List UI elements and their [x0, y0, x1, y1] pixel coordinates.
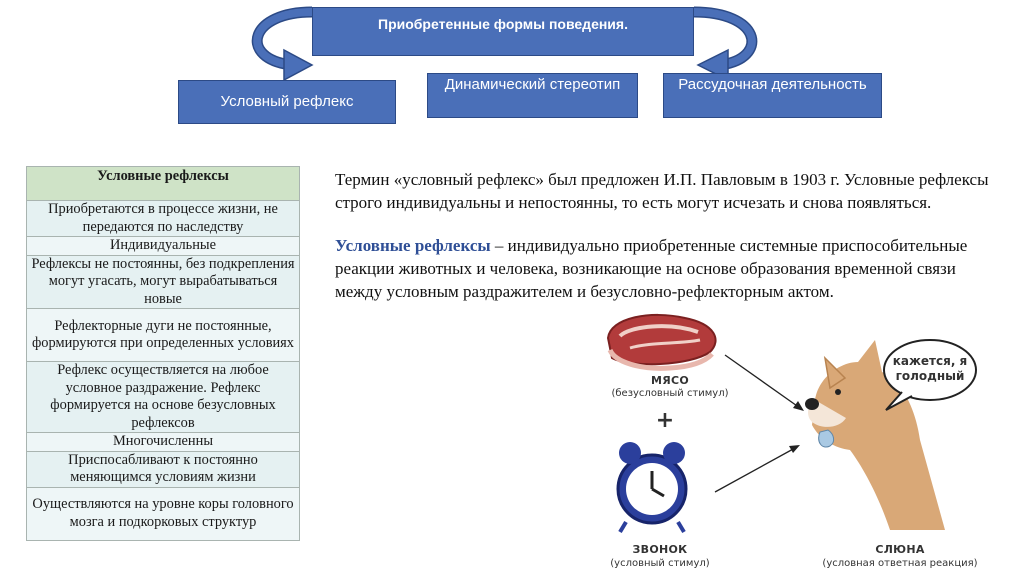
- intro-paragraph: Термин «условный рефлекс» был предложен …: [335, 170, 989, 212]
- saliva-label: СЛЮНА: [875, 543, 925, 556]
- table-row: Оуществляются на уровне коры головного м…: [26, 486, 300, 541]
- speech-bubble: [883, 339, 977, 411]
- illustration-drawing: [606, 314, 977, 534]
- defined-term: Условные рефлексы: [335, 236, 491, 255]
- bell-sublabel: (условный стимул): [610, 558, 710, 569]
- stimulus-arrow: [724, 354, 804, 411]
- bell-label: ЗВОНОК: [632, 543, 688, 556]
- box-label: Рассудочная деятельность: [678, 76, 867, 93]
- box-reasoning-activity: Рассудочная деятельность: [663, 73, 882, 118]
- box-label: Условный рефлекс: [220, 93, 354, 110]
- curved-arrows: [251, 6, 758, 82]
- stimulus-arrow: [714, 445, 800, 493]
- table-header: Условные рефлексы: [26, 166, 300, 201]
- meat-sublabel: (безусловный стимул): [611, 388, 729, 399]
- table-row: Приспосабливают к постоянно меняющимся у…: [26, 450, 300, 488]
- dog-icon: [805, 340, 945, 530]
- box-label: Динамический стереотип: [444, 76, 621, 93]
- table-row: Рефлекторные дуги не постоянные, формиру…: [26, 308, 300, 362]
- meat-label: МЯСО: [650, 374, 690, 387]
- pavlov-illustration: кажется, я голодный МЯСО (безусловный ст…: [590, 300, 990, 574]
- definition-paragraph: Условные рефлексы – индивидуально приобр…: [335, 234, 995, 303]
- box-dynamic-stereotype: Динамический стереотип: [427, 73, 638, 118]
- reflex-table: Условные рефлексы Приобретаются в процес…: [26, 166, 300, 541]
- meat-icon: [606, 314, 717, 371]
- table-row: Индивидуальные: [26, 236, 300, 256]
- alarm-clock-icon: [616, 442, 688, 534]
- definition-text: – индивидуально приобретенные системные …: [335, 236, 968, 301]
- box-conditioned-reflex: Условный рефлекс: [178, 80, 396, 124]
- saliva-sublabel: (условная ответная реакция): [822, 558, 978, 569]
- plus-sign: +: [655, 408, 675, 433]
- table-row: Рефлекс осуществляется на любое условное…: [26, 361, 300, 433]
- table-row: Многочисленны: [26, 432, 300, 452]
- table-row: Приобретаются в процессе жизни, не перед…: [26, 200, 300, 237]
- table-row: Рефлексы не постоянны, без подкрепления …: [26, 254, 300, 309]
- title-text: Приобретенные формы поведения.: [378, 16, 628, 32]
- title-box: Приобретенные формы поведения.: [312, 7, 694, 56]
- speech-text: кажется, я голодный: [892, 354, 968, 383]
